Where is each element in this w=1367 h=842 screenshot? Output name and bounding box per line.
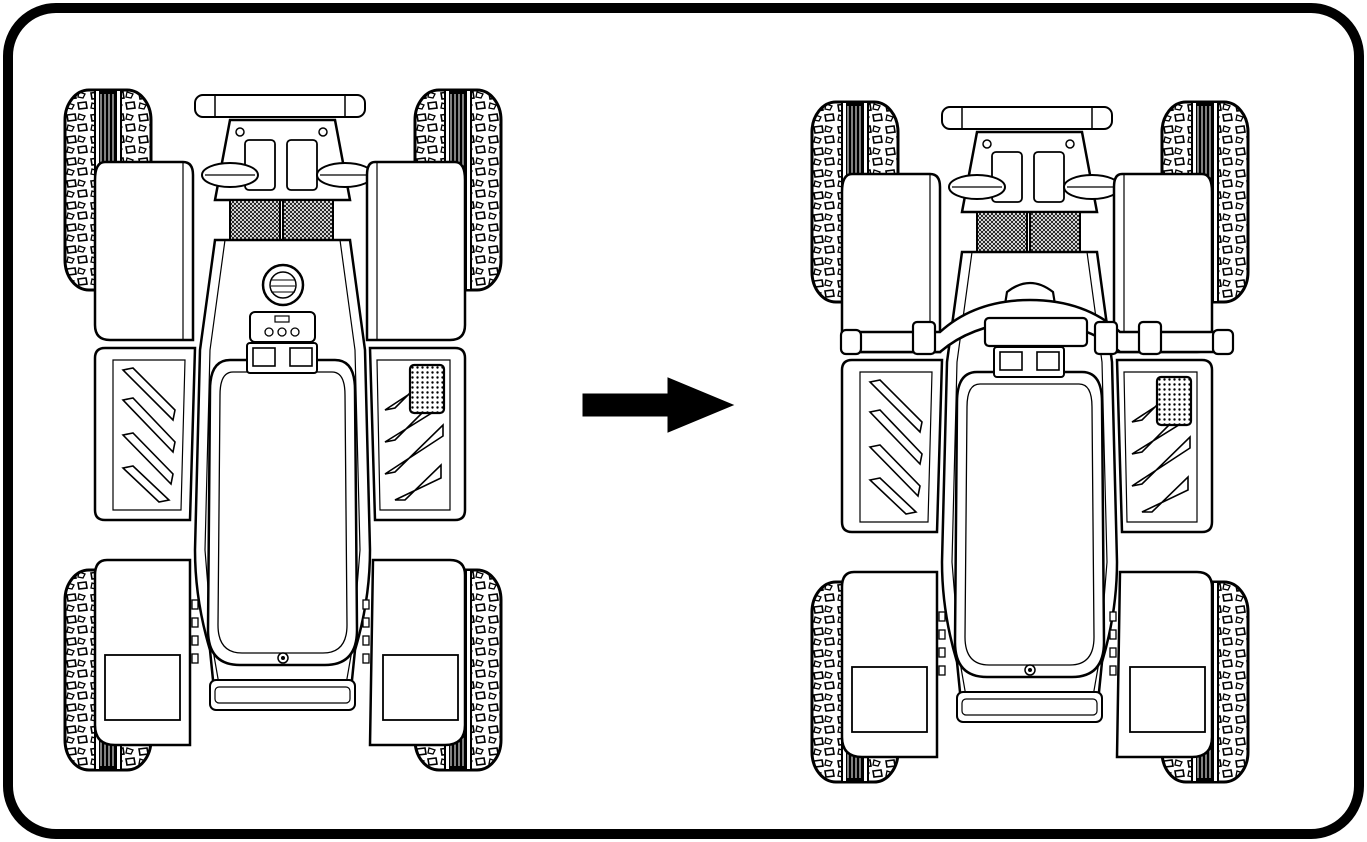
atv-before: [65, 90, 501, 770]
arrow-right-icon: [582, 377, 735, 433]
handlebar: [839, 298, 1235, 356]
atv-after: [812, 102, 1248, 782]
